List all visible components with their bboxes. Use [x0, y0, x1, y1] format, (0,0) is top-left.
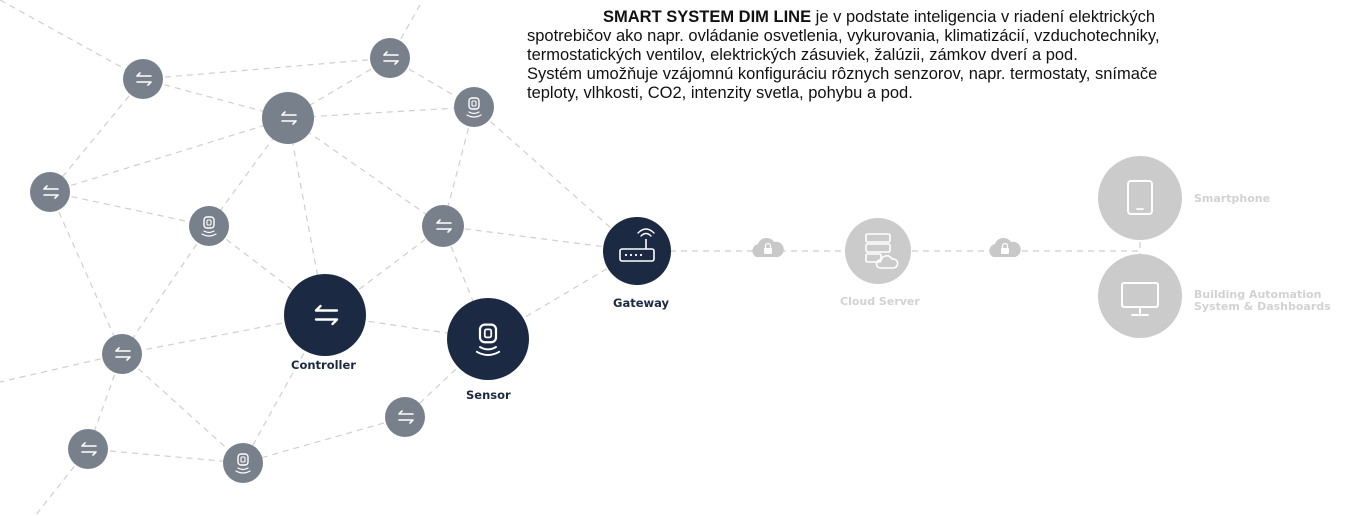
- controller-label: Controller: [291, 358, 356, 372]
- cloud-server-node: [845, 218, 911, 284]
- description-line-3: termostatických ventilov, elektrických z…: [527, 46, 1078, 64]
- description-line-1: je v podstate inteligencia v riadení ele…: [811, 8, 1156, 26]
- building-automation-label-line2: System & Dashboards: [1194, 300, 1331, 313]
- mesh-node: [102, 334, 142, 374]
- mesh-node: [385, 397, 425, 437]
- mesh-node: [422, 205, 464, 247]
- gateway-node: [603, 217, 671, 285]
- smartphone-icon: [1127, 180, 1153, 215]
- description-line-2: spotrebičov ako napr. ovládanie osvetlen…: [527, 27, 1160, 45]
- cloud-server-label: Cloud Server: [840, 295, 920, 308]
- sensor-node: [447, 298, 529, 380]
- sensor-label: Sensor: [466, 388, 511, 402]
- building-automation-label-line1: Building Automation: [1194, 288, 1322, 301]
- brand-name: SMART SYSTEM DIM LINE: [603, 8, 812, 26]
- smartphone-label: Smartphone: [1194, 192, 1271, 205]
- dashboard-node: [1098, 254, 1182, 338]
- mesh-node: [68, 429, 108, 469]
- description-line-4: Systém umožňuje vzájomnú konfiguráciu rô…: [527, 65, 1158, 83]
- mesh-node: [370, 38, 410, 78]
- building-automation-label: Building Automation System & Dashboards: [1194, 289, 1331, 313]
- mesh-sensor-node: [189, 206, 229, 246]
- description-line-5: teploty, vlhkosti, CO2, intenzity svetla…: [527, 84, 913, 102]
- server-cloud-icon: [865, 233, 899, 269]
- gateway-label: Gateway: [613, 296, 670, 310]
- router-wifi-icon: [619, 228, 655, 262]
- cloud-lock-icon: [752, 237, 784, 257]
- smartphone-node: [1098, 156, 1182, 240]
- mesh-node: [123, 59, 163, 99]
- mesh-node: [262, 92, 314, 144]
- cloud-lock-icon: [989, 237, 1021, 257]
- controller-node: [284, 274, 366, 356]
- mesh-sensor-node: [223, 443, 263, 483]
- mesh-sensor-node: [454, 87, 494, 127]
- description-text: SMART SYSTEM DIM LINE je v podstate inte…: [527, 8, 1367, 103]
- mesh-node: [30, 172, 70, 212]
- monitor-icon: [1121, 282, 1159, 316]
